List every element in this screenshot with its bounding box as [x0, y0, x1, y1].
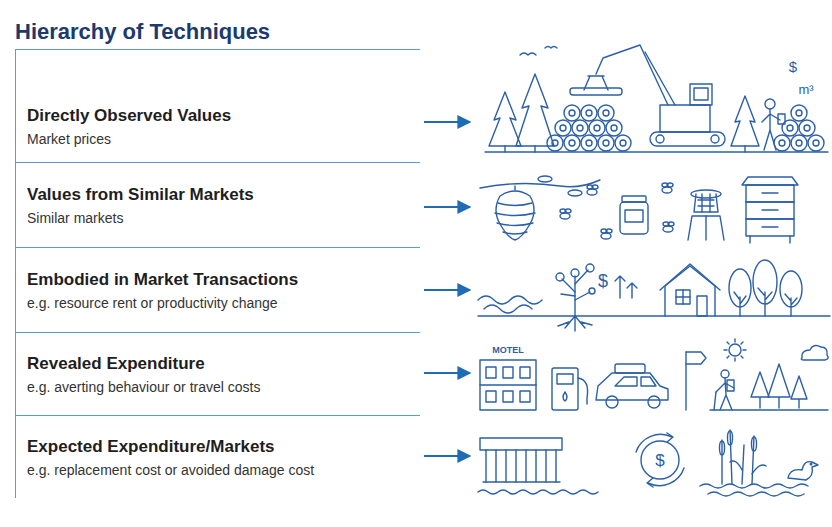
diagram-title: Hierarchy of Techniques [15, 19, 270, 45]
technique-row: Revealed Expenditure e.g. averting behavi… [15, 332, 420, 415]
technique-heading: Expected Expenditure/Markets [27, 436, 412, 458]
row-arrows [424, 122, 470, 456]
forestry-illustration [485, 45, 828, 152]
sign-text: MOTEL [492, 346, 524, 355]
replacement-illustration [478, 430, 818, 496]
currency-symbol: $ [655, 452, 664, 469]
technique-example: e.g. replacement cost or avoided damage … [27, 461, 412, 479]
travel-illustration [480, 339, 828, 410]
technique-example: e.g. averting behaviour or travel costs [27, 378, 412, 396]
technique-heading: Directly Observed Values [27, 105, 412, 127]
technique-example: e.g. resource rent or productivity chang… [27, 294, 412, 312]
technique-example: Market prices [27, 130, 412, 148]
honey-illustration [480, 176, 798, 243]
technique-heading: Values from Similar Markets [27, 184, 412, 206]
technique-row: Expected Expenditure/Markets e.g. replace… [15, 415, 420, 498]
technique-example: Similar markets [27, 209, 412, 227]
rent-illustration [478, 260, 830, 331]
technique-heading: Embodied in Market Transactions [27, 269, 412, 291]
unit-label: m³ [798, 83, 813, 96]
technique-row: Values from Similar MarketsSimilar marke… [15, 162, 420, 247]
currency-symbol: $ [789, 59, 797, 74]
currency-symbol: $ [598, 272, 608, 290]
technique-heading: Revealed Expenditure [27, 353, 412, 375]
technique-row: Embodied in Market Transactions e.g. reso… [15, 247, 420, 332]
technique-row: Directly Observed ValuesMarket prices [15, 49, 420, 162]
